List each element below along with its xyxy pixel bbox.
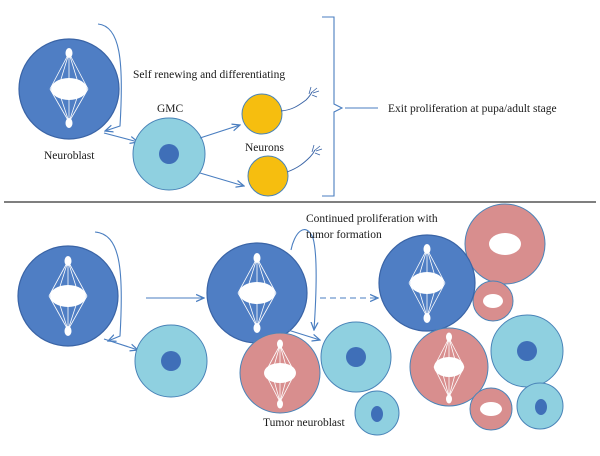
self-renewal-arrow-top [97,23,122,131]
label-tumor-neuroblast: Tumor neuroblast [263,417,345,429]
bracket [322,16,344,197]
tumor-ring-small-top [472,280,514,322]
gmc-cell-right [490,314,564,388]
gmc-cell-bottom-right [516,382,564,430]
label-exit-proliferation: Exit proliferation at pupa/adult stage [388,103,557,115]
label-gmc: GMC [157,103,184,115]
arrow-neuroblast-to-gmc-middle [287,329,320,340]
tumor-neuroblast-cell-middle [239,332,321,414]
neuron-cell-1 [241,86,320,135]
tumor-ring-top [464,203,546,285]
tumor-neuroblast-cell-right [409,327,489,407]
arrow-neuroblast-to-gmc-bottom [103,338,138,350]
arrow-gmc-to-neuron-2 [199,172,244,186]
label-tumor-formation: tumor formation [306,229,382,241]
gmc-cell [132,117,206,191]
label-neuroblast: Neuroblast [44,150,95,162]
neuroblast-cell-bottom-left [17,245,119,347]
neuroblast-cell-right [378,234,476,332]
gmc-cell-small [354,390,400,436]
neuroblast-cell-middle [206,242,308,344]
gmc-cell-middle [320,321,392,393]
neuroblast-cell-top [18,38,120,140]
arrow-neuroblast-to-gmc [103,132,138,142]
gmc-cell-bottom [134,324,208,398]
self-renewal-arrow-bottom-left [94,231,122,341]
tumor-ring-bottom [469,387,513,431]
self-renewal-arrow-middle [290,229,316,330]
neuron-cell-2 [247,144,323,197]
label-neurons: Neurons [245,142,284,154]
arrow-gmc-to-neuron-1 [199,125,240,139]
label-self-renewing: Self renewing and differentiating [133,69,285,81]
label-continued-proliferation: Continued proliferation with [306,213,438,225]
